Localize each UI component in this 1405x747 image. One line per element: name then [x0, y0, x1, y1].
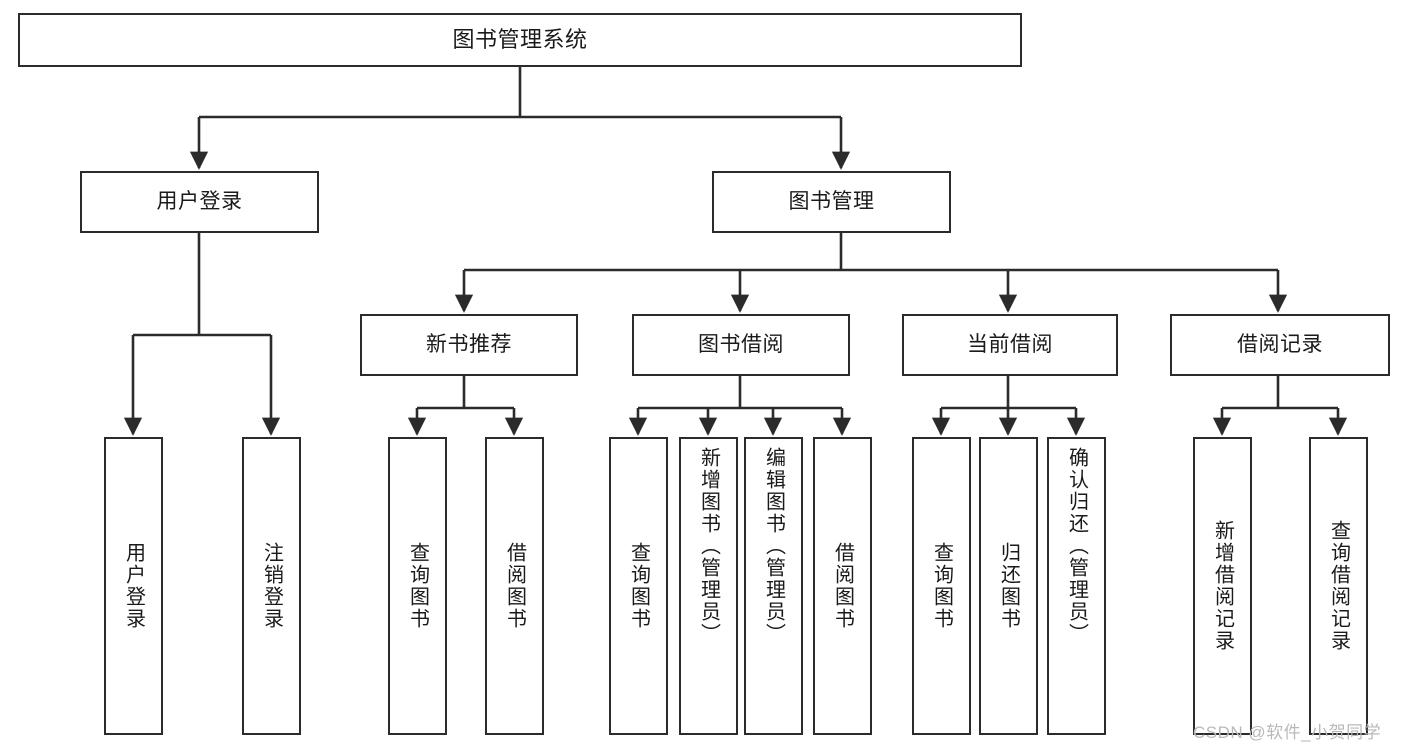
node-leaf-query-record-label: 查询借阅记录: [1327, 520, 1350, 652]
node-leaf-return-book[interactable]: 归还图书: [979, 437, 1038, 735]
node-user-login-label: 用户登录: [156, 190, 243, 214]
node-leaf-add-book[interactable]: 新增图书（管理员）: [679, 437, 738, 735]
node-leaf-query-book-2-label: 查询图书: [627, 542, 650, 630]
node-book-manage-label: 图书管理: [788, 190, 875, 214]
node-book-borrow[interactable]: 图书借阅: [632, 314, 850, 376]
node-leaf-borrow-book-1[interactable]: 借阅图书: [485, 437, 544, 735]
node-leaf-query-book-1-label: 查询图书: [406, 542, 429, 630]
node-leaf-query-book-3[interactable]: 查询图书: [912, 437, 971, 735]
node-leaf-confirm-return[interactable]: 确认归还（管理员）: [1047, 437, 1106, 735]
node-leaf-borrow-book-1-label: 借阅图书: [503, 542, 526, 630]
node-new-book-recommend[interactable]: 新书推荐: [360, 314, 578, 376]
node-book-manage[interactable]: 图书管理: [712, 171, 951, 233]
node-borrow-record[interactable]: 借阅记录: [1170, 314, 1390, 376]
csdn-watermark-text: CSDN @软件_小贺同学: [1193, 723, 1382, 742]
node-root[interactable]: 图书管理系统: [18, 13, 1022, 67]
csdn-watermark: CSDN @软件_小贺同学: [1193, 718, 1381, 743]
node-leaf-user-login[interactable]: 用户登录: [104, 437, 163, 735]
node-book-borrow-label: 图书借阅: [698, 333, 784, 357]
node-user-login[interactable]: 用户登录: [80, 171, 319, 233]
node-root-label: 图书管理系统: [452, 26, 588, 52]
node-current-borrow-label: 当前借阅: [967, 333, 1053, 357]
node-leaf-logout-login[interactable]: 注销登录: [242, 437, 301, 735]
node-leaf-user-login-label: 用户登录: [122, 542, 145, 630]
node-leaf-query-book-1[interactable]: 查询图书: [388, 437, 447, 735]
node-leaf-query-book-2[interactable]: 查询图书: [609, 437, 668, 735]
node-leaf-borrow-book-2-label: 借阅图书: [831, 542, 854, 630]
node-leaf-add-record-label: 新增借阅记录: [1211, 520, 1234, 652]
node-new-book-recommend-label: 新书推荐: [426, 333, 512, 357]
node-leaf-query-record[interactable]: 查询借阅记录: [1309, 437, 1368, 735]
node-leaf-confirm-return-label: 确认归还（管理员）: [1065, 447, 1088, 645]
node-current-borrow[interactable]: 当前借阅: [902, 314, 1118, 376]
node-leaf-return-book-label: 归还图书: [997, 542, 1020, 630]
node-leaf-borrow-book-2[interactable]: 借阅图书: [813, 437, 872, 735]
node-leaf-logout-login-label: 注销登录: [260, 542, 283, 630]
node-leaf-query-book-3-label: 查询图书: [930, 542, 953, 630]
node-leaf-edit-book[interactable]: 编辑图书（管理员）: [744, 437, 803, 735]
node-leaf-add-record[interactable]: 新增借阅记录: [1193, 437, 1252, 735]
node-leaf-edit-book-label: 编辑图书（管理员）: [762, 447, 785, 645]
node-borrow-record-label: 借阅记录: [1237, 333, 1323, 357]
node-leaf-add-book-label: 新增图书（管理员）: [697, 447, 720, 645]
